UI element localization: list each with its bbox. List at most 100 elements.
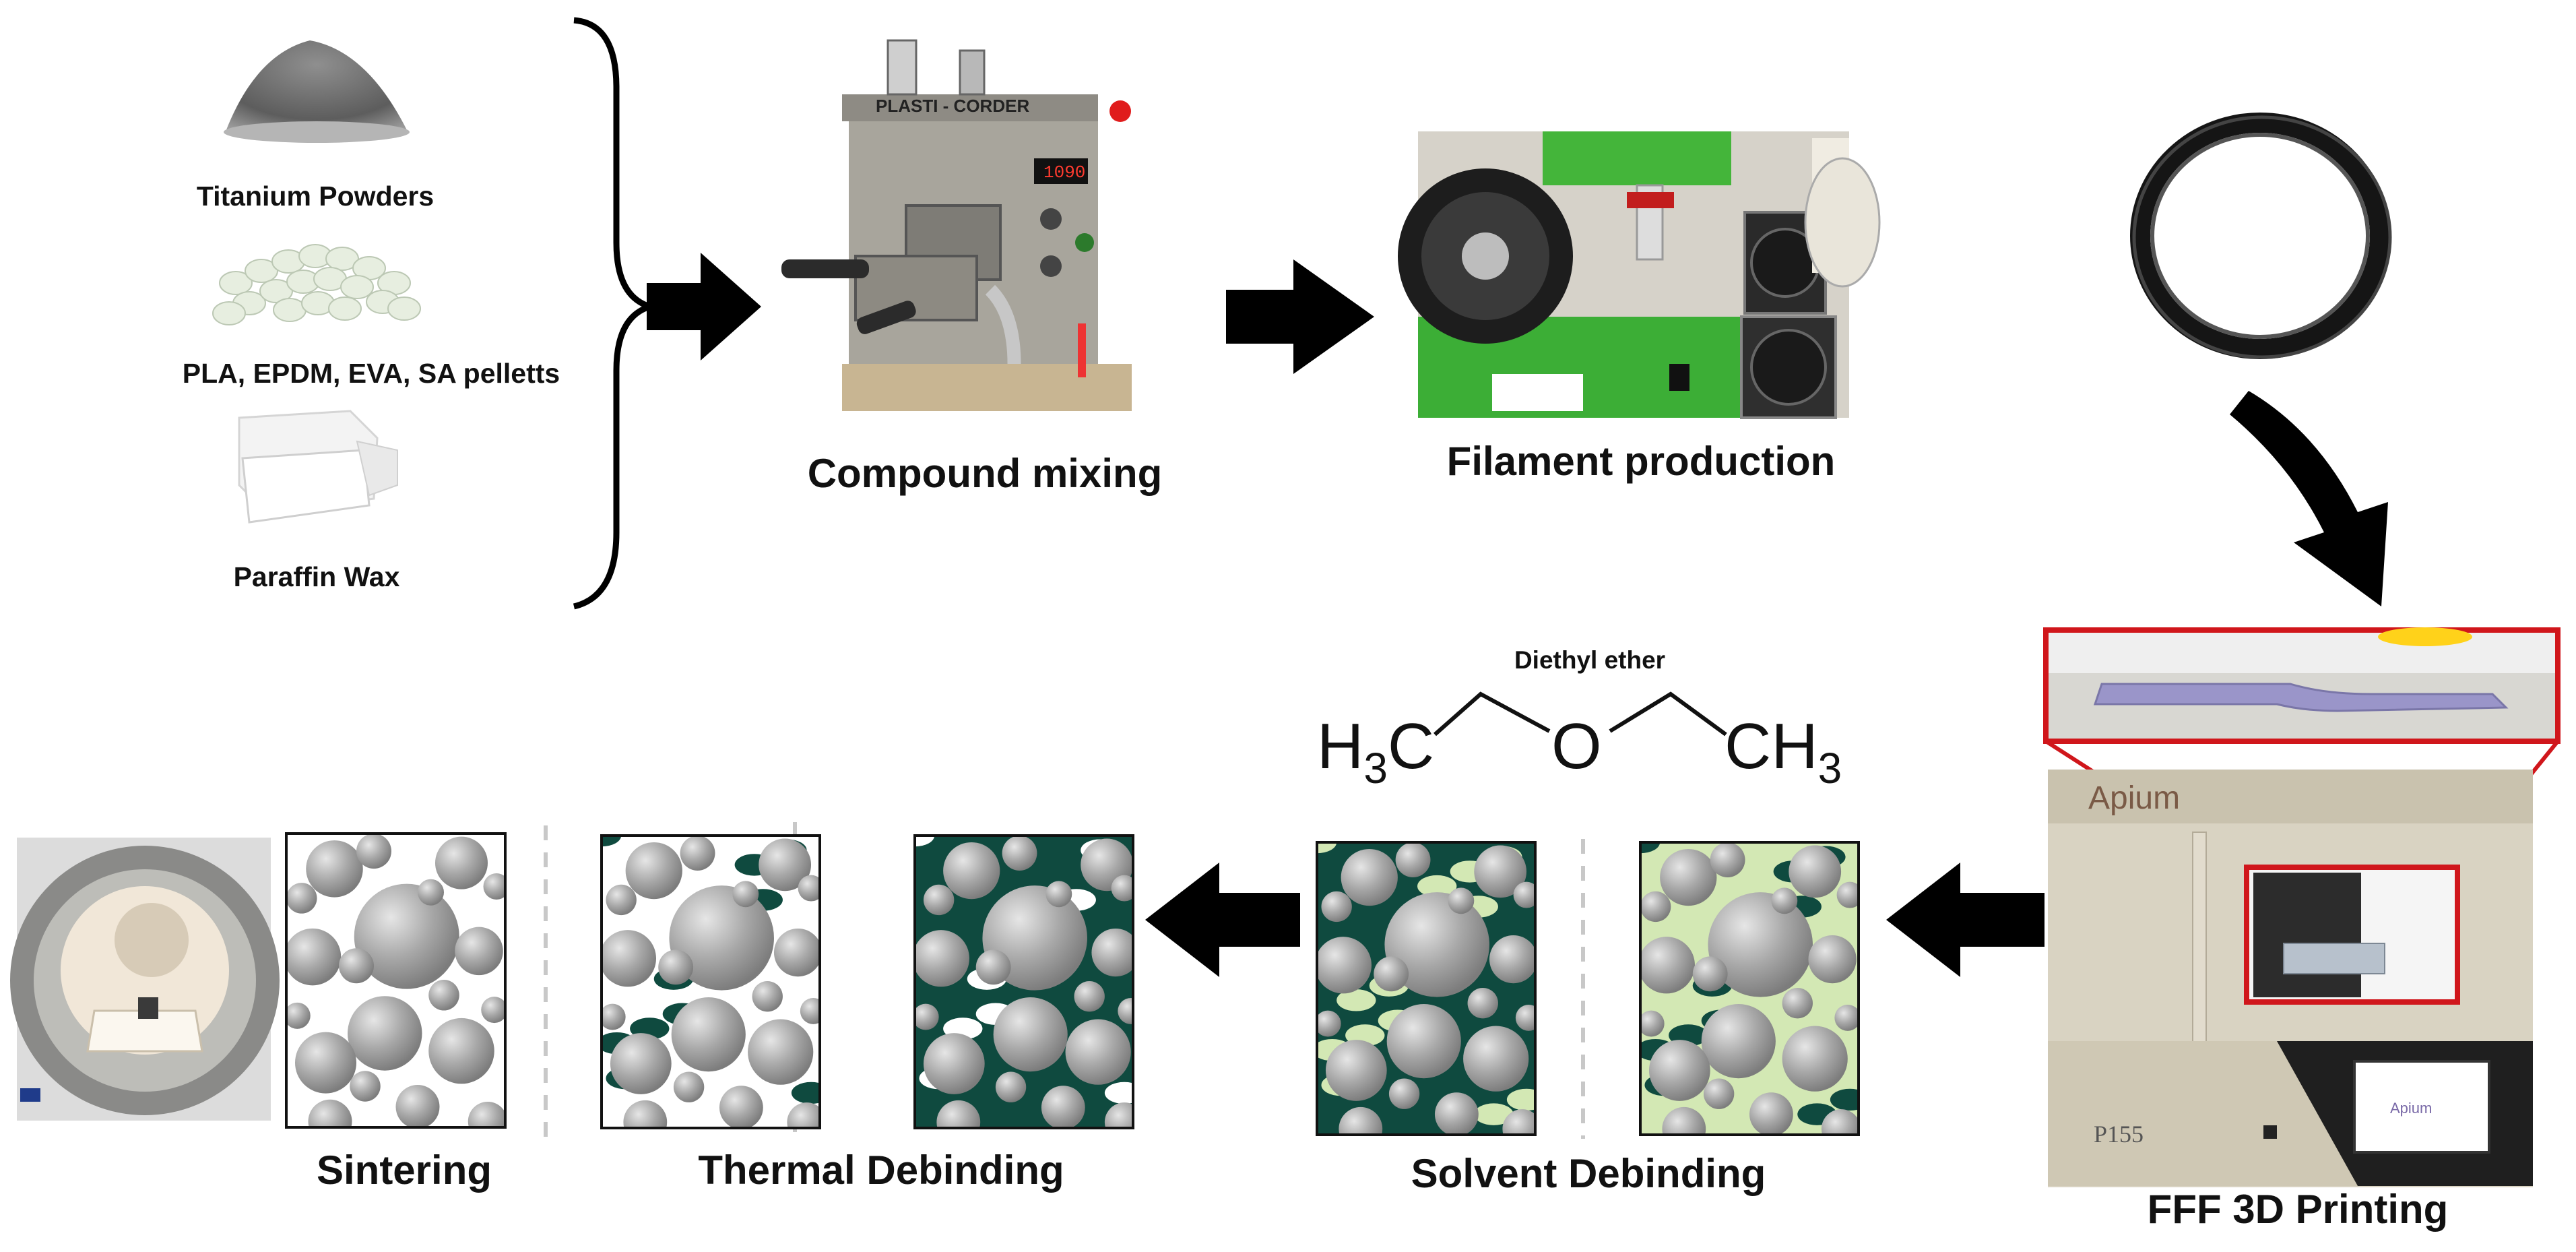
binder-phase [602,836,622,847]
metal-particle [915,1003,939,1030]
metal-particle [286,1002,311,1029]
metal-particle [1111,875,1133,902]
green-body-panel [1640,842,1859,1135]
svg-text:O: O [1551,710,1602,782]
metal-particle [936,1100,981,1128]
metal-particle [1467,988,1498,1019]
metal-particle [798,875,820,902]
thermal-debinding-panel-start [915,836,1133,1128]
metal-particle [602,930,656,987]
metal-particle [800,997,820,1024]
filament-coil-photo [2130,113,2392,359]
mixer-brand-text: PLASTI - CORDER [876,96,1029,116]
metal-particle [625,842,682,900]
compound-mixer-photo: PLASTI - CORDER 1090 [781,39,1132,411]
metal-particle [1386,1004,1461,1079]
sintered-part-panel [286,834,505,1127]
filament-production-label: Filament production [1447,439,1836,484]
metal-particle [1692,956,1728,992]
binder-phase [1417,875,1457,898]
metal-particle [915,930,969,987]
metal-particle [1782,1026,1848,1092]
metal-particle [483,873,505,900]
metal-particle [759,838,812,891]
metal-particle [356,834,391,869]
metal-particle [943,842,1000,900]
diethyl-ether-label: Diethyl ether [1514,646,1665,674]
metal-particle [752,981,783,1012]
metal-particle [1384,892,1489,997]
metal-particle [1321,891,1352,922]
metal-particle [1708,892,1813,997]
metal-particle [1640,1010,1665,1037]
metal-particle [1703,1078,1735,1109]
metal-particle [995,1071,1027,1102]
metal-particle [1513,881,1535,908]
binder-phase [791,1082,820,1104]
metal-particle [673,1071,705,1102]
metal-particle [719,1086,763,1128]
metal-particle [923,884,955,916]
fff-printer-photo: Apium Apium P155 [2048,770,2533,1187]
mixer-display-text: 1090 [1043,162,1085,183]
binder-phase [1337,989,1376,1011]
metal-particle [623,1100,668,1128]
arrow-right-icon [1226,259,1374,374]
metal-particle [1789,845,1842,898]
sintering-furnace-photo [10,838,280,1121]
metal-particle [1045,881,1072,908]
diethyl-ether-structure: H3C O CH3 [1317,691,1842,792]
binder-phase [1506,1088,1535,1111]
svg-text:CH3: CH3 [1725,710,1842,792]
metal-particle [308,1099,352,1127]
metal-particle [354,883,459,989]
metal-particle [348,996,422,1071]
metal-particle [455,927,503,976]
thermal-debinding-panel-end [602,836,820,1128]
paraffin-wax-photo [238,410,398,524]
metal-particle [286,883,317,914]
metal-particle [468,1102,505,1127]
arrow-left-icon [1145,863,1300,977]
metal-particle [1640,937,1695,994]
metal-particle [1104,1102,1133,1128]
metal-particle [1065,1019,1131,1085]
metal-particle [1002,836,1037,871]
metal-particle [428,1018,494,1084]
binder-phase [1830,1088,1859,1111]
metal-particle [1041,1086,1085,1128]
printer-model-text: P155 [2094,1121,2144,1148]
printer-brand-text: Apium [2088,780,2180,816]
metal-particle [1502,1109,1535,1135]
metal-particle [1782,988,1813,1019]
filament-extruder-photo [1398,131,1881,419]
metal-particle [1710,842,1745,877]
titanium-powders-label: Titanium Powders [197,181,434,212]
printed-part-zoom-photo [2043,627,2561,744]
arrow-left-icon [1886,863,2044,977]
solvent-debinding-label: Solvent Debinding [1411,1151,1766,1196]
metal-particle [732,881,759,908]
metal-particle [671,997,746,1072]
metal-particle [1474,845,1527,898]
metal-particle [602,1003,626,1030]
metal-particle [610,1033,672,1094]
metal-particle [1836,881,1859,908]
binder-phase [1474,1103,1514,1125]
printer-screen-text: Apium [2390,1100,2432,1117]
metal-particle [395,1084,440,1127]
metal-particle [1395,842,1431,877]
metal-particle [286,928,342,986]
metal-particle [295,1032,356,1094]
metal-particle [748,1019,814,1085]
metal-particle [350,1071,381,1102]
metal-particle [1701,1004,1776,1079]
metal-particle [1317,937,1372,994]
metal-particle [1463,1026,1529,1092]
metal-particle [1341,848,1398,906]
metal-particle [1749,1092,1793,1135]
metal-particle [418,879,444,906]
metal-particle [606,884,637,916]
metal-particle [975,949,1011,985]
